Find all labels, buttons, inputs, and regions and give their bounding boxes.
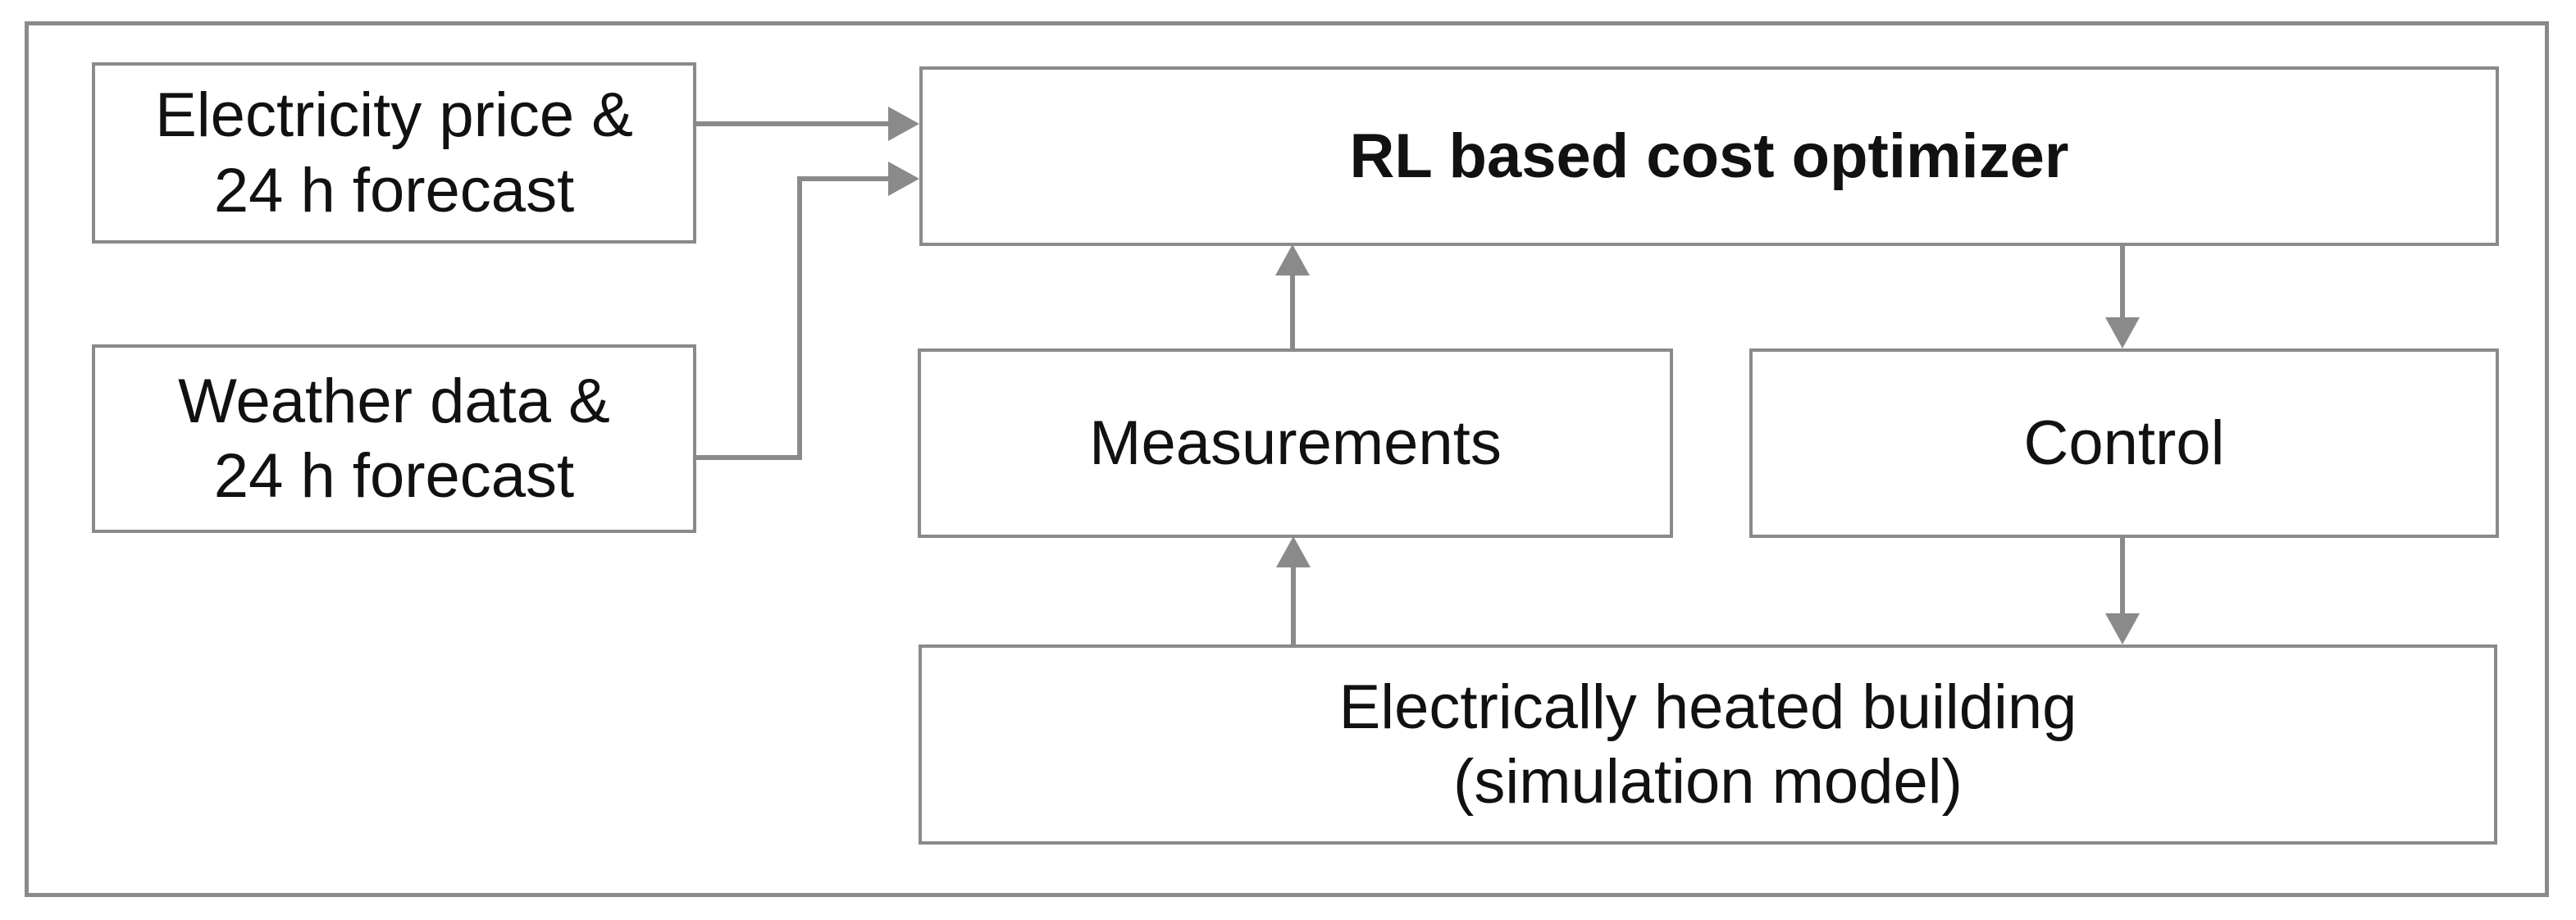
edge-measurements-to-optimizer-arrowhead-icon bbox=[1275, 244, 1310, 276]
edge-control-to-building-line bbox=[2120, 538, 2125, 615]
edge-electricity-to-optimizer-line bbox=[696, 121, 888, 126]
edge-control-to-building-arrowhead-icon bbox=[2105, 613, 2140, 644]
node-control-label: Control bbox=[2023, 408, 2225, 478]
node-rl-cost-optimizer-label: RL based cost optimizer bbox=[1349, 121, 2069, 191]
edge-weather-to-optimizer-line-to-box bbox=[797, 176, 888, 181]
node-electrically-heated-building: Electrically heated building (simulation… bbox=[919, 644, 2497, 845]
node-control: Control bbox=[1749, 348, 2499, 538]
edge-weather-to-optimizer-line-from-box bbox=[696, 455, 801, 460]
edge-measurements-to-optimizer-line bbox=[1290, 274, 1295, 348]
edge-optimizer-to-control-arrowhead-icon bbox=[2105, 317, 2140, 348]
edge-building-to-measurements-arrowhead-icon bbox=[1276, 536, 1311, 567]
edge-electricity-to-optimizer-arrowhead-icon bbox=[888, 107, 919, 141]
node-measurements: Measurements bbox=[918, 348, 1673, 538]
node-measurements-label: Measurements bbox=[1089, 408, 1502, 478]
node-weather-data: Weather data & 24 h forecast bbox=[92, 344, 696, 533]
edge-optimizer-to-control-line bbox=[2120, 246, 2125, 319]
node-electricity-price: Electricity price & 24 h forecast bbox=[92, 62, 696, 244]
node-rl-cost-optimizer: RL based cost optimizer bbox=[919, 66, 2499, 246]
edge-weather-to-optimizer-arrowhead-icon bbox=[888, 162, 919, 196]
edge-building-to-measurements-line bbox=[1291, 566, 1296, 644]
edge-weather-to-optimizer-line-vertical bbox=[797, 176, 802, 460]
node-weather-data-label: Weather data & 24 h forecast bbox=[178, 366, 610, 511]
node-electricity-price-label: Electricity price & 24 h forecast bbox=[155, 80, 633, 225]
node-electrically-heated-building-label: Electrically heated building (simulation… bbox=[1338, 672, 2077, 817]
